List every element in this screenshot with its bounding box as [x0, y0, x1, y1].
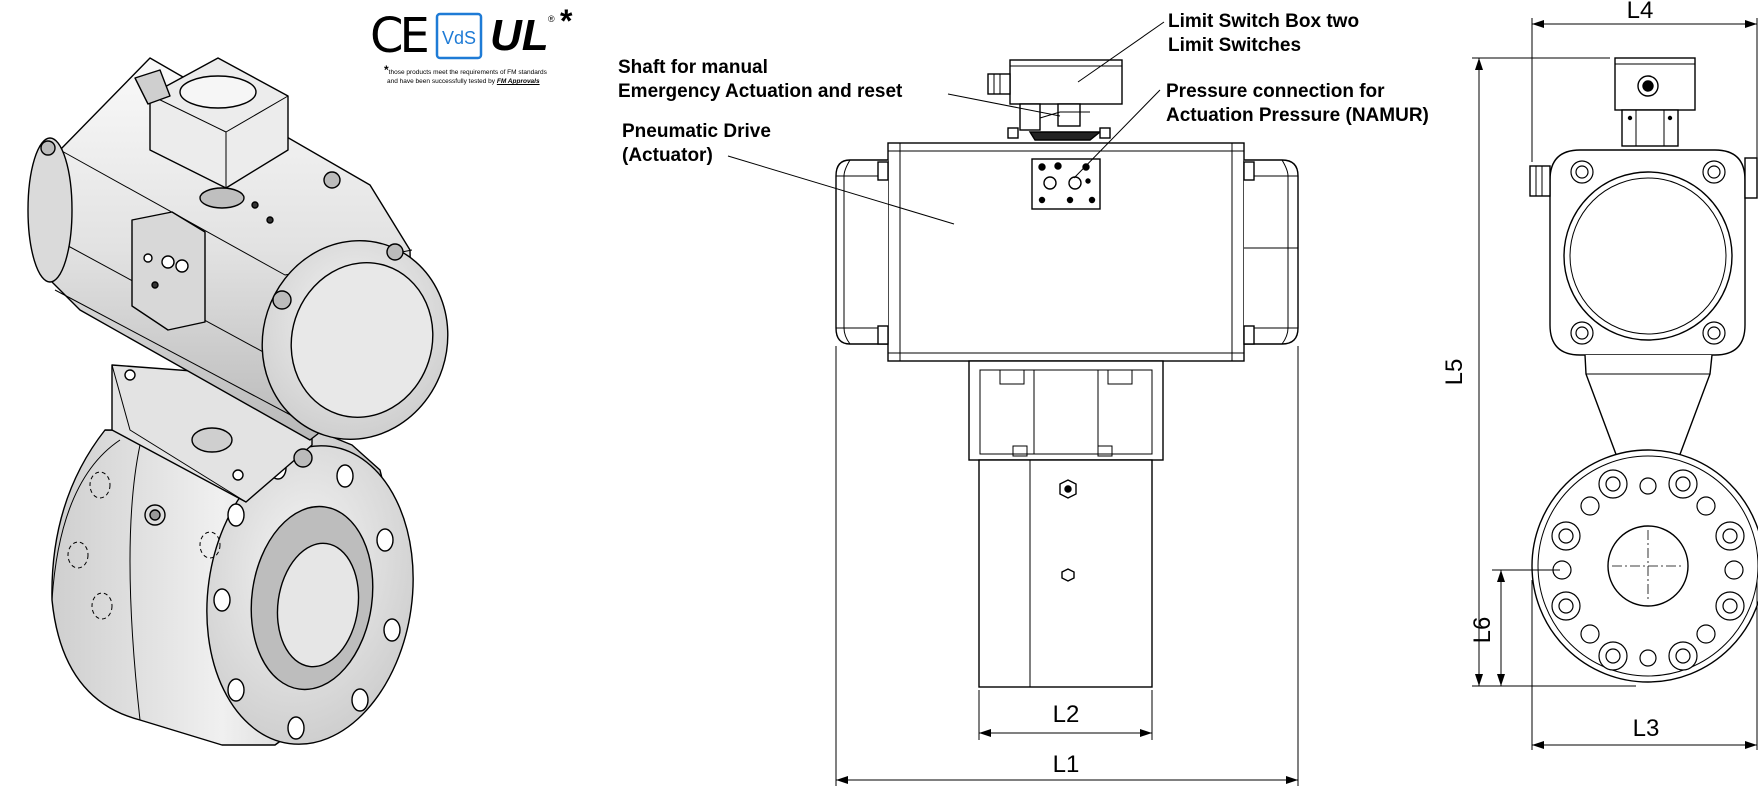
- dimension-l5: L5: [1441, 359, 1468, 386]
- dimension-l6: L6: [1469, 617, 1496, 644]
- label-shaft-line1: Shaft for manual: [618, 57, 768, 78]
- fm-approvals-link-text: FM Approvals: [496, 78, 540, 85]
- certification-logos: CE VdS UL ® *: [370, 3, 573, 64]
- label-pressure-connection: Pressure connection for Actuation Pressu…: [1166, 80, 1429, 128]
- fm-note-line2: and have been successfully tested by: [387, 78, 497, 85]
- dimension-l2: L2: [1053, 701, 1080, 728]
- label-drive-line2: (Actuator): [622, 145, 713, 166]
- label-limit-switch-line2: Limit Switches: [1168, 35, 1302, 56]
- label-shaft-line2: Emergency Actuation and reset: [618, 81, 903, 102]
- front-view: [727, 21, 1299, 786]
- fm-note-line1: those products meet the requirements of …: [388, 69, 547, 76]
- dimension-l3: L3: [1633, 715, 1660, 742]
- side-switch-box: [1614, 57, 1696, 111]
- actuator-3d: [27, 57, 449, 468]
- ce-mark: CE: [370, 8, 428, 64]
- dimension-l1: L1: [1053, 751, 1080, 778]
- registered-mark: ®: [548, 14, 555, 24]
- limit-switch-box-3d: [134, 57, 341, 224]
- mounting-bracket: [968, 360, 1164, 461]
- limit-switch-box: [1009, 59, 1123, 105]
- valve-body-3d: [51, 429, 414, 746]
- fm-approval-note: *those products meet the requirements of…: [384, 63, 584, 86]
- label-pneumatic-drive: Pneumatic Drive (Actuator): [622, 120, 771, 168]
- label-pressure-line1: Pressure connection for: [1166, 81, 1385, 102]
- label-pressure-line2: Actuation Pressure (NAMUR): [1166, 105, 1429, 126]
- side-actuator: [1549, 149, 1746, 356]
- valve-body: [978, 459, 1153, 688]
- label-limit-switch-box: Limit Switch Box two Limit Switches: [1168, 10, 1359, 58]
- label-shaft: Shaft for manual Emergency Actuation and…: [618, 56, 902, 104]
- isometric-view: [27, 57, 449, 746]
- label-drive-line1: Pneumatic Drive: [622, 121, 771, 142]
- asterisk-mark: *: [560, 3, 573, 39]
- vds-badge: [435, 12, 483, 60]
- dimension-l4: L4: [1627, 0, 1654, 24]
- side-view: [1472, 18, 1758, 750]
- vds-mark: VdS: [442, 28, 476, 48]
- ul-mark: UL: [490, 11, 549, 60]
- fm-note-star: *: [384, 63, 389, 77]
- label-limit-switch-line1: Limit Switch Box two: [1168, 11, 1360, 32]
